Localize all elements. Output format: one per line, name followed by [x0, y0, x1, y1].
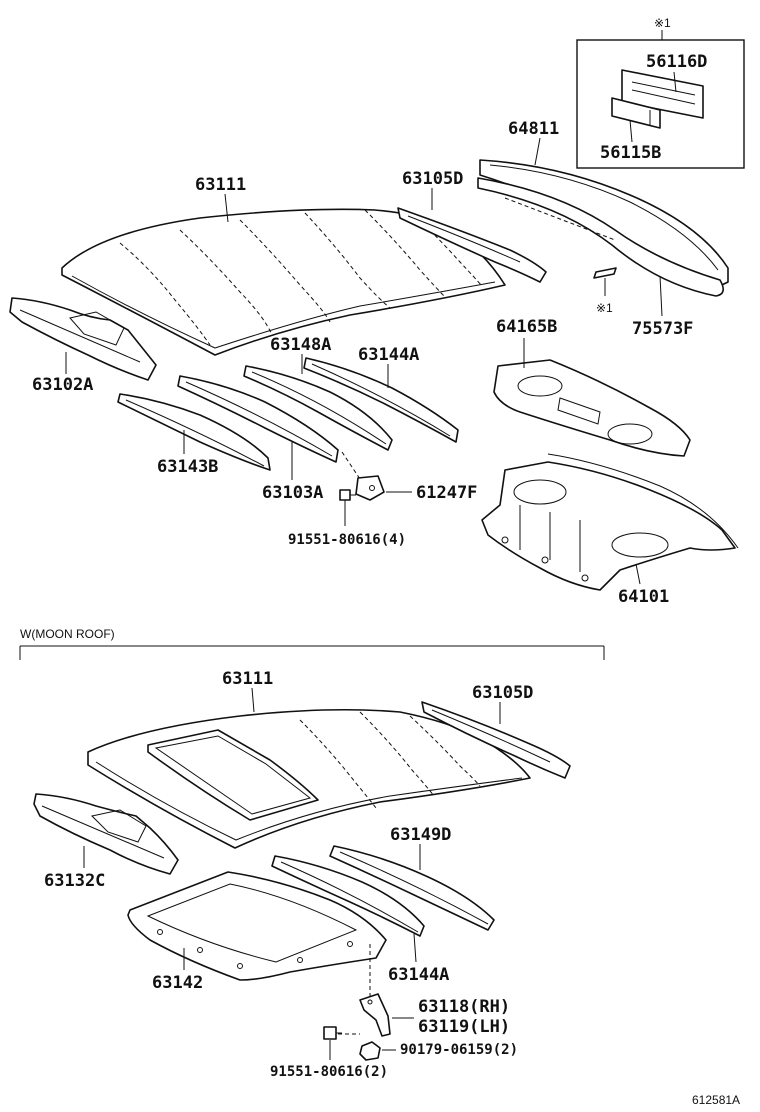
part-63105D-rail-bottom — [421, 701, 571, 779]
label-61247F: 61247F — [416, 483, 477, 503]
label-63105D-top: 63105D — [402, 169, 463, 189]
label-63102A: 63102A — [32, 375, 93, 395]
label-64165B: 64165B — [496, 317, 557, 337]
label-64101: 64101 — [618, 587, 669, 607]
part-91551-bolt-top — [339, 489, 356, 501]
part-91551-bolt-bottom — [323, 1026, 342, 1040]
label-56115B: 56115B — [600, 143, 661, 163]
label-90179: 90179-06159(2) — [400, 1042, 518, 1058]
label-63132C: 63132C — [44, 871, 105, 891]
part-75573F-weatherstrip — [477, 177, 724, 297]
part-63144A-bow-top — [303, 357, 459, 443]
part-63105D-rail-top — [397, 207, 547, 283]
label-64811: 64811 — [508, 119, 559, 139]
label-63111-top: 63111 — [195, 175, 246, 195]
part-63144A-bow-bottom — [271, 855, 425, 937]
part-63132C-header — [33, 793, 179, 875]
figure-code: 612581A — [692, 1093, 740, 1107]
part-63111-roof-panel-moonroof — [87, 708, 531, 849]
emblem-small-plate — [611, 97, 661, 129]
label-63111-moonroof: 63111 — [222, 669, 273, 689]
section-bracket-line — [19, 645, 605, 660]
part-90179-nut — [359, 1041, 381, 1061]
label-63149D: 63149D — [390, 825, 451, 845]
section-moon-roof-title: W(MOON ROOF) — [20, 627, 115, 641]
part-63142-reinforcement — [127, 871, 387, 981]
label-63105D-bottom: 63105D — [472, 683, 533, 703]
part-64101-rear-panel — [481, 453, 739, 591]
note-inset-box: ※1 — [576, 16, 745, 169]
part-63118-bracket — [359, 993, 391, 1037]
label-63103A: 63103A — [262, 483, 323, 503]
note-mark-mid: ※1 — [596, 301, 613, 315]
part-63143B-bow — [117, 393, 271, 471]
label-63142: 63142 — [152, 973, 203, 993]
label-63118: 63118(RH) — [418, 997, 510, 1017]
label-63143B: 63143B — [157, 457, 218, 477]
label-91551-bottom: 91551-80616(2) — [270, 1064, 388, 1080]
part-63102A-header — [9, 297, 157, 381]
label-63144A-top: 63144A — [358, 345, 419, 365]
note-mark-top: ※1 — [654, 16, 671, 30]
part-63111-roof-panel — [61, 208, 506, 356]
part-61247F-bracket — [355, 475, 385, 501]
label-75573F: 75573F — [632, 319, 693, 339]
part-emblem-small — [593, 267, 617, 279]
part-63148A-bow — [243, 365, 393, 451]
label-56116D: 56116D — [646, 52, 707, 72]
part-64165B-package-tray — [493, 359, 691, 457]
label-63144A-bottom: 63144A — [388, 965, 449, 985]
part-63149D-bow — [329, 845, 495, 931]
label-63119: 63119(LH) — [418, 1017, 510, 1037]
label-63148A: 63148A — [270, 335, 331, 355]
label-91551-top: 91551-80616(4) — [288, 532, 406, 548]
part-63103A-bow — [177, 375, 339, 463]
